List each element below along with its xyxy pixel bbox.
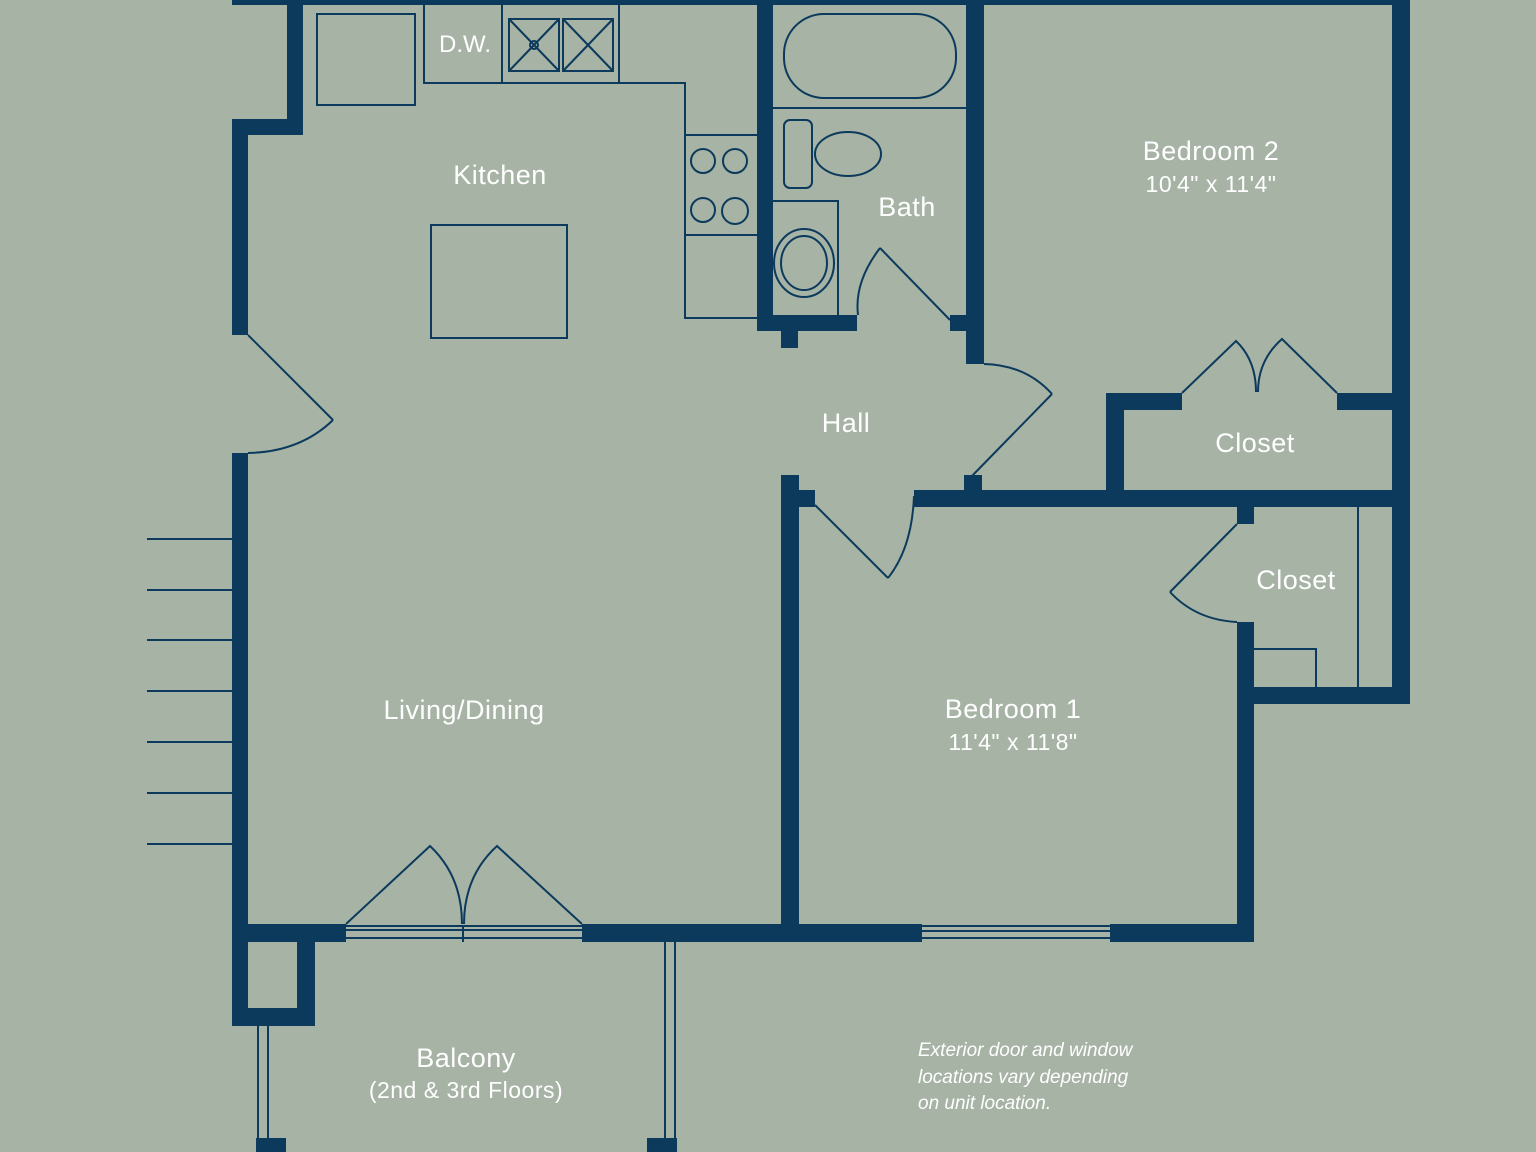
disclaimer-line: Exterior door and window xyxy=(918,1040,1134,1061)
dishwasher-label: D.W. xyxy=(439,31,491,58)
bedroom1-closet-label: Closet xyxy=(1256,565,1336,595)
bedroom2-closet-label: Closet xyxy=(1215,428,1295,458)
bedroom2-label: Bedroom 2 xyxy=(1143,136,1280,166)
balcony-label: Balcony xyxy=(416,1043,516,1073)
bedroom1-size: 11'4" x 11'8" xyxy=(948,729,1077,755)
balcony-note: (2nd & 3rd Floors) xyxy=(369,1077,563,1103)
bedroom2-size: 10'4" x 11'4" xyxy=(1146,171,1277,197)
disclaimer: Exterior door and window locations vary … xyxy=(918,1040,1134,1114)
hall-label: Hall xyxy=(822,408,871,438)
walls xyxy=(232,0,1410,1152)
bath-label: Bath xyxy=(878,192,936,222)
fixtures xyxy=(147,5,1359,1140)
disclaimer-line: on unit location. xyxy=(918,1093,1051,1114)
disclaimer-line: locations vary depending xyxy=(918,1067,1129,1088)
living-dining-label: Living/Dining xyxy=(383,695,544,725)
kitchen-label: Kitchen xyxy=(453,160,547,190)
bedroom1-label: Bedroom 1 xyxy=(945,694,1082,724)
